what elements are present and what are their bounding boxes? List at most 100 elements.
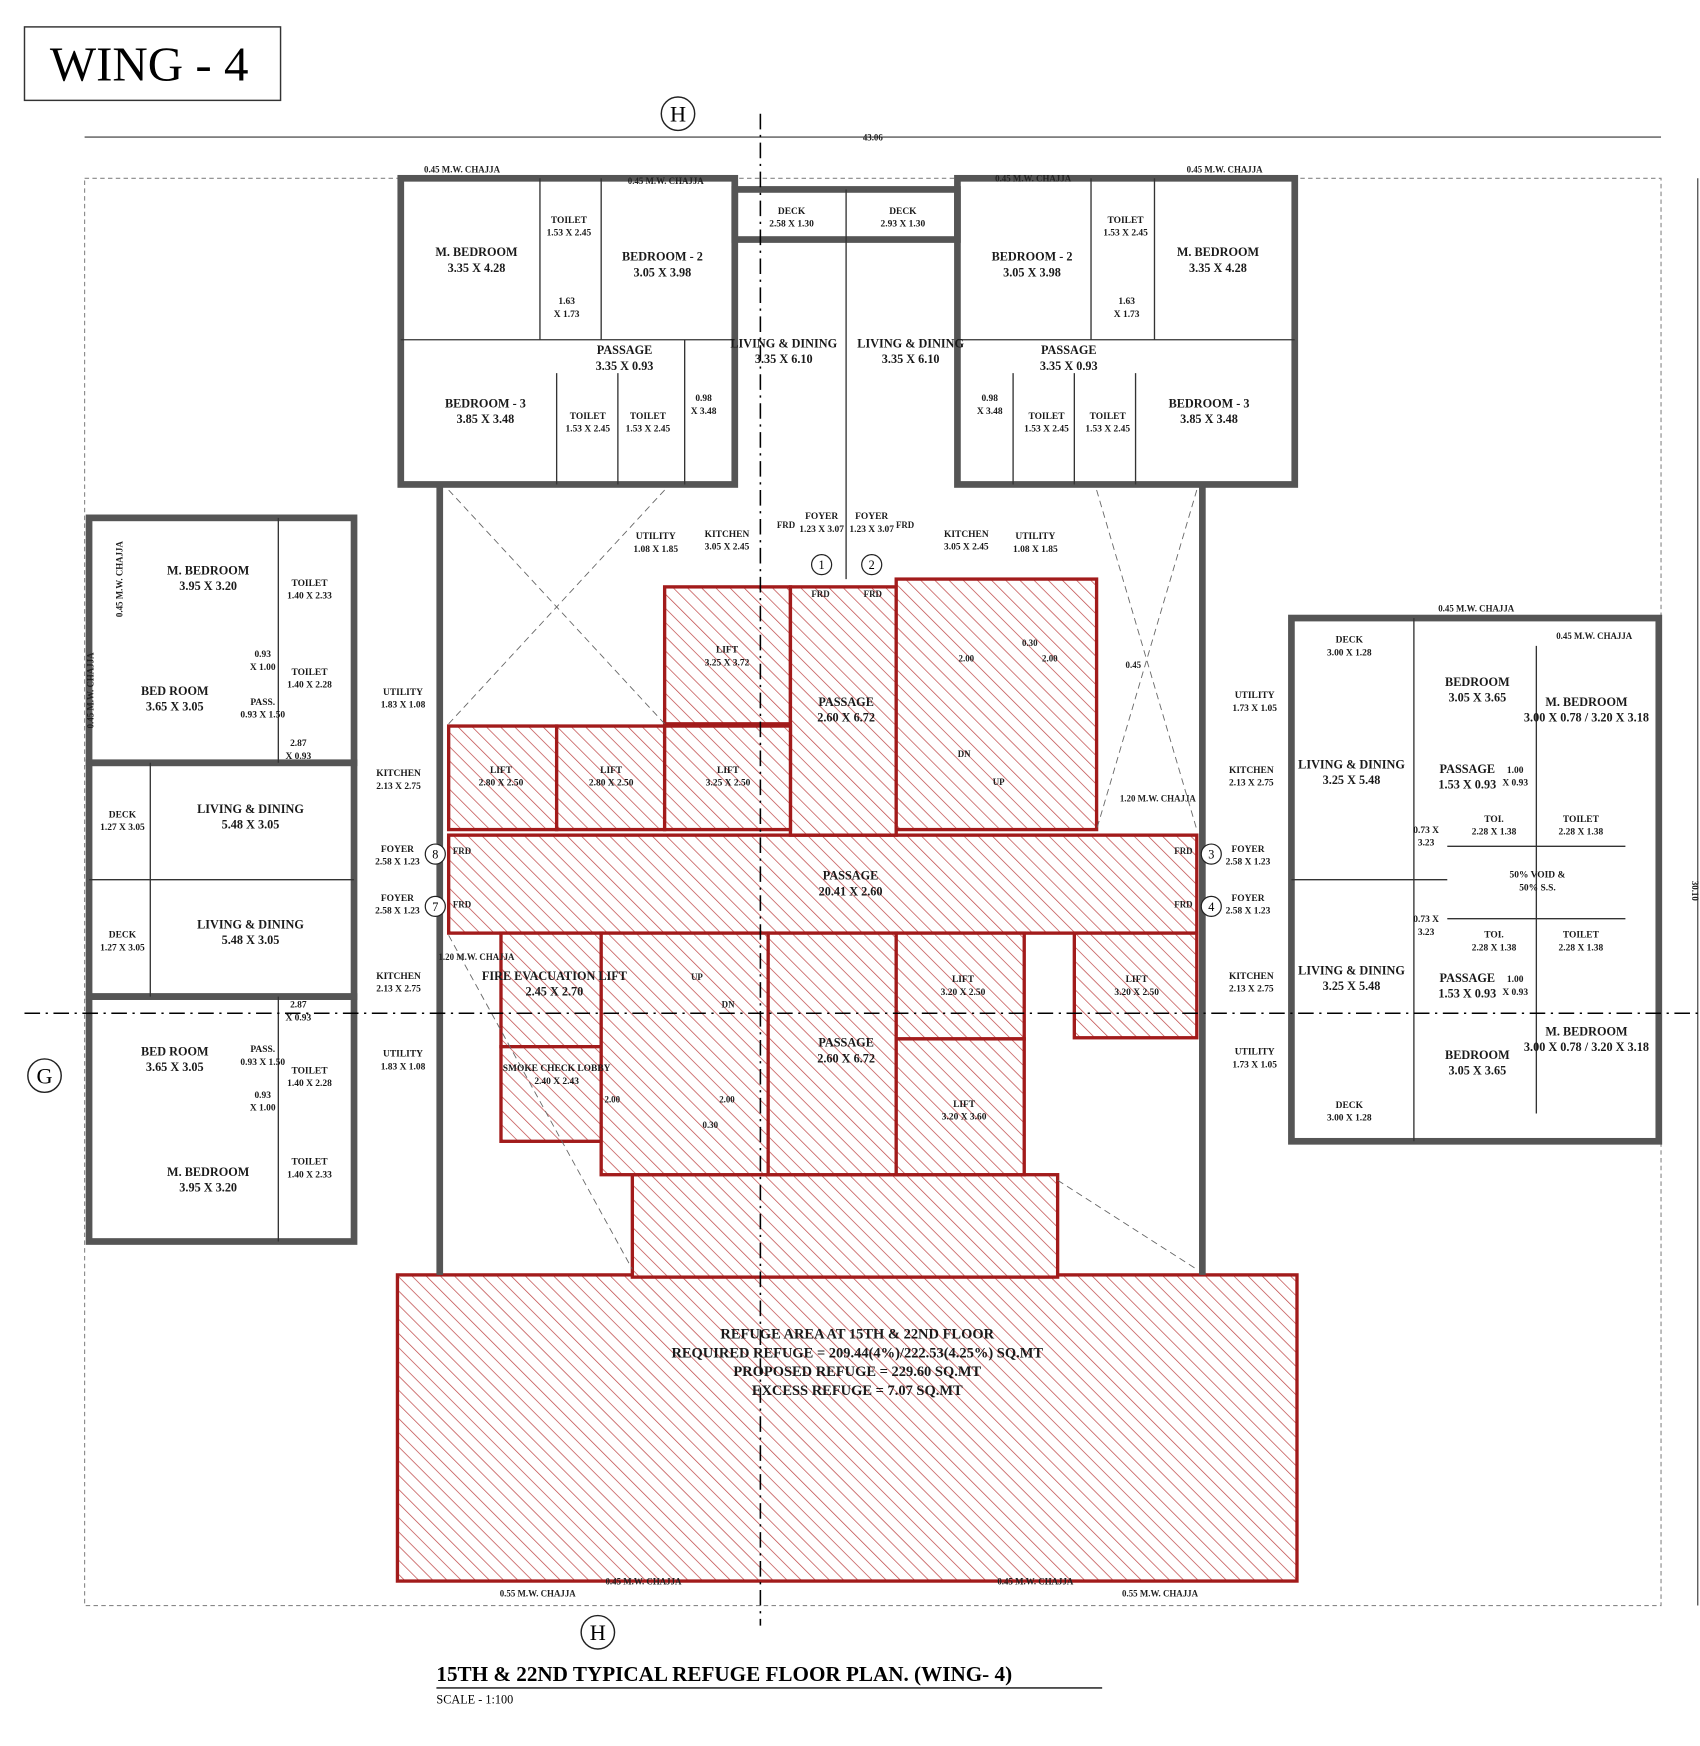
room-name: LIVING & DINING	[1298, 963, 1405, 977]
room-label: LIFT 2.80 X 2.50	[479, 766, 524, 789]
room-name: PASSAGE	[818, 1036, 874, 1050]
room-label: 1.00X 0.93	[1502, 766, 1528, 789]
room-dimensions: 2.58 X 1.23	[375, 907, 420, 917]
room-dimensions: 2.13 X 2.75	[376, 985, 421, 995]
room-name: PASS.	[250, 1045, 275, 1055]
room-dimensions: 2.13 X 2.75	[376, 782, 421, 792]
room-name: DECK	[778, 207, 806, 217]
room-label: 1.63X 1.73	[554, 297, 580, 320]
room-name: TOILET	[1028, 412, 1065, 422]
room-dimensions: 3.20 X 2.50	[941, 988, 986, 998]
room-dimensions: X 3.48	[691, 407, 717, 417]
room-name: LIVING & DINING	[730, 337, 837, 351]
room-dimensions: 3.20 X 3.60	[942, 1113, 987, 1123]
refuge-line-3: PROPOSED REFUGE = 229.60 SQ.MT	[733, 1364, 981, 1380]
room-dimensions: 2.93 X 1.30	[881, 220, 926, 230]
room-name: TOILET	[291, 1158, 328, 1168]
plan-annotation: 0.45 M.W. CHAJJA	[114, 541, 124, 618]
room-dimensions: 50% S.S.	[1519, 883, 1556, 893]
room-dimensions: 1.08 X 1.85	[633, 545, 678, 555]
dimension-lines	[84, 136, 1699, 1607]
room-dimensions: 3.35 X 4.28	[448, 261, 506, 275]
room-name: LIVING & DINING	[1298, 757, 1405, 771]
room-label: 50% VOID &50% S.S.	[1510, 870, 1566, 893]
plan-annotation: 2.00	[605, 1094, 621, 1104]
room-label: BEDROOM - 23.05 X 3.98	[622, 250, 703, 280]
room-dimensions: X 3.48	[977, 407, 1003, 417]
room-name: KITCHEN	[376, 769, 421, 779]
refuge-line-2: REQUIRED REFUGE = 209.44(4%)/222.53(4.25…	[671, 1345, 1043, 1361]
room-dimensions: 2.58 X 1.23	[1226, 858, 1271, 868]
room-name: TOILET	[1563, 931, 1600, 941]
room-dimensions: 3.00 X 0.78 / 3.20 X 3.18	[1524, 711, 1649, 725]
plan-annotation: FRD	[811, 589, 829, 599]
room-label: BEDROOM - 33.85 X 3.48	[1169, 397, 1250, 427]
room-label: 0.98 X 3.48	[977, 394, 1003, 417]
room-name: DECK	[889, 207, 917, 217]
plan-annotation: 1.20 M.W. CHAJJA	[438, 952, 515, 962]
room-label: PASSAGE 3.35 X 0.93	[1040, 343, 1098, 373]
section-marker: H	[580, 1614, 616, 1650]
room-name: PASSAGE	[1041, 343, 1097, 357]
room-dimensions: X 1.73	[554, 310, 580, 320]
room-dimensions: 1.83 X 1.08	[381, 1062, 426, 1072]
plan-annotation: 0.45 M.W. CHAJJA	[605, 1576, 682, 1586]
room-name: M. BEDROOM	[167, 1165, 250, 1179]
room-name: BED ROOM	[141, 1045, 209, 1059]
room-dimensions: 3.00 X 1.28	[1327, 648, 1372, 658]
room-label: TOILET 1.53 X 2.45	[1024, 412, 1069, 435]
room-name: LIVING & DINING	[197, 802, 304, 816]
refuge-line-1: REFUGE AREA AT 15TH & 22ND FLOOR	[720, 1326, 994, 1342]
section-marker: G	[27, 1058, 62, 1094]
room-name: PASSAGE	[597, 343, 653, 357]
room-dimensions: 3.25 X 5.48	[1323, 979, 1381, 993]
plan-annotation: 0.45 M.W. CHAJJA	[1187, 165, 1264, 175]
room-dimensions: 2.80 X 2.50	[479, 779, 524, 789]
room-name: TOI.	[1484, 815, 1504, 825]
room-name: 1.00	[1507, 975, 1524, 985]
room-dimensions: 5.48 X 3.05	[222, 817, 280, 831]
room-name: FOYER	[805, 512, 838, 522]
room-dimensions: 1.53 X 0.93	[1438, 987, 1496, 1001]
room-name: M. BEDROOM	[167, 564, 250, 578]
door-number: 7	[432, 900, 438, 914]
room-dimensions: 1.53 X 2.45	[1024, 425, 1069, 435]
plan-annotation: 0.45 M.W. CHAJJA	[995, 174, 1072, 184]
room-name: UTILITY	[383, 688, 423, 698]
room-dimensions: 0.93 X 1.50	[240, 1058, 285, 1068]
room-name: 0.98	[981, 394, 998, 404]
room-label: 2.87X 0.93	[285, 1001, 311, 1024]
room-dimensions: 3.35 X 0.93	[1040, 359, 1098, 373]
room-label: LIVING & DINING 3.25 X 5.48	[1298, 963, 1405, 993]
room-dimensions: 2.58 X 1.23	[1226, 907, 1271, 917]
door-number: 8	[432, 848, 438, 862]
room-dimensions: 3.05 X 3.98	[634, 265, 692, 279]
room-label: 2.87X 0.93	[285, 739, 311, 762]
room-name: 0.73 X	[1413, 826, 1439, 836]
room-name: LIFT	[490, 766, 513, 776]
room-dimensions: X 1.73	[1114, 310, 1140, 320]
unit-door-marker: 2	[861, 553, 883, 576]
